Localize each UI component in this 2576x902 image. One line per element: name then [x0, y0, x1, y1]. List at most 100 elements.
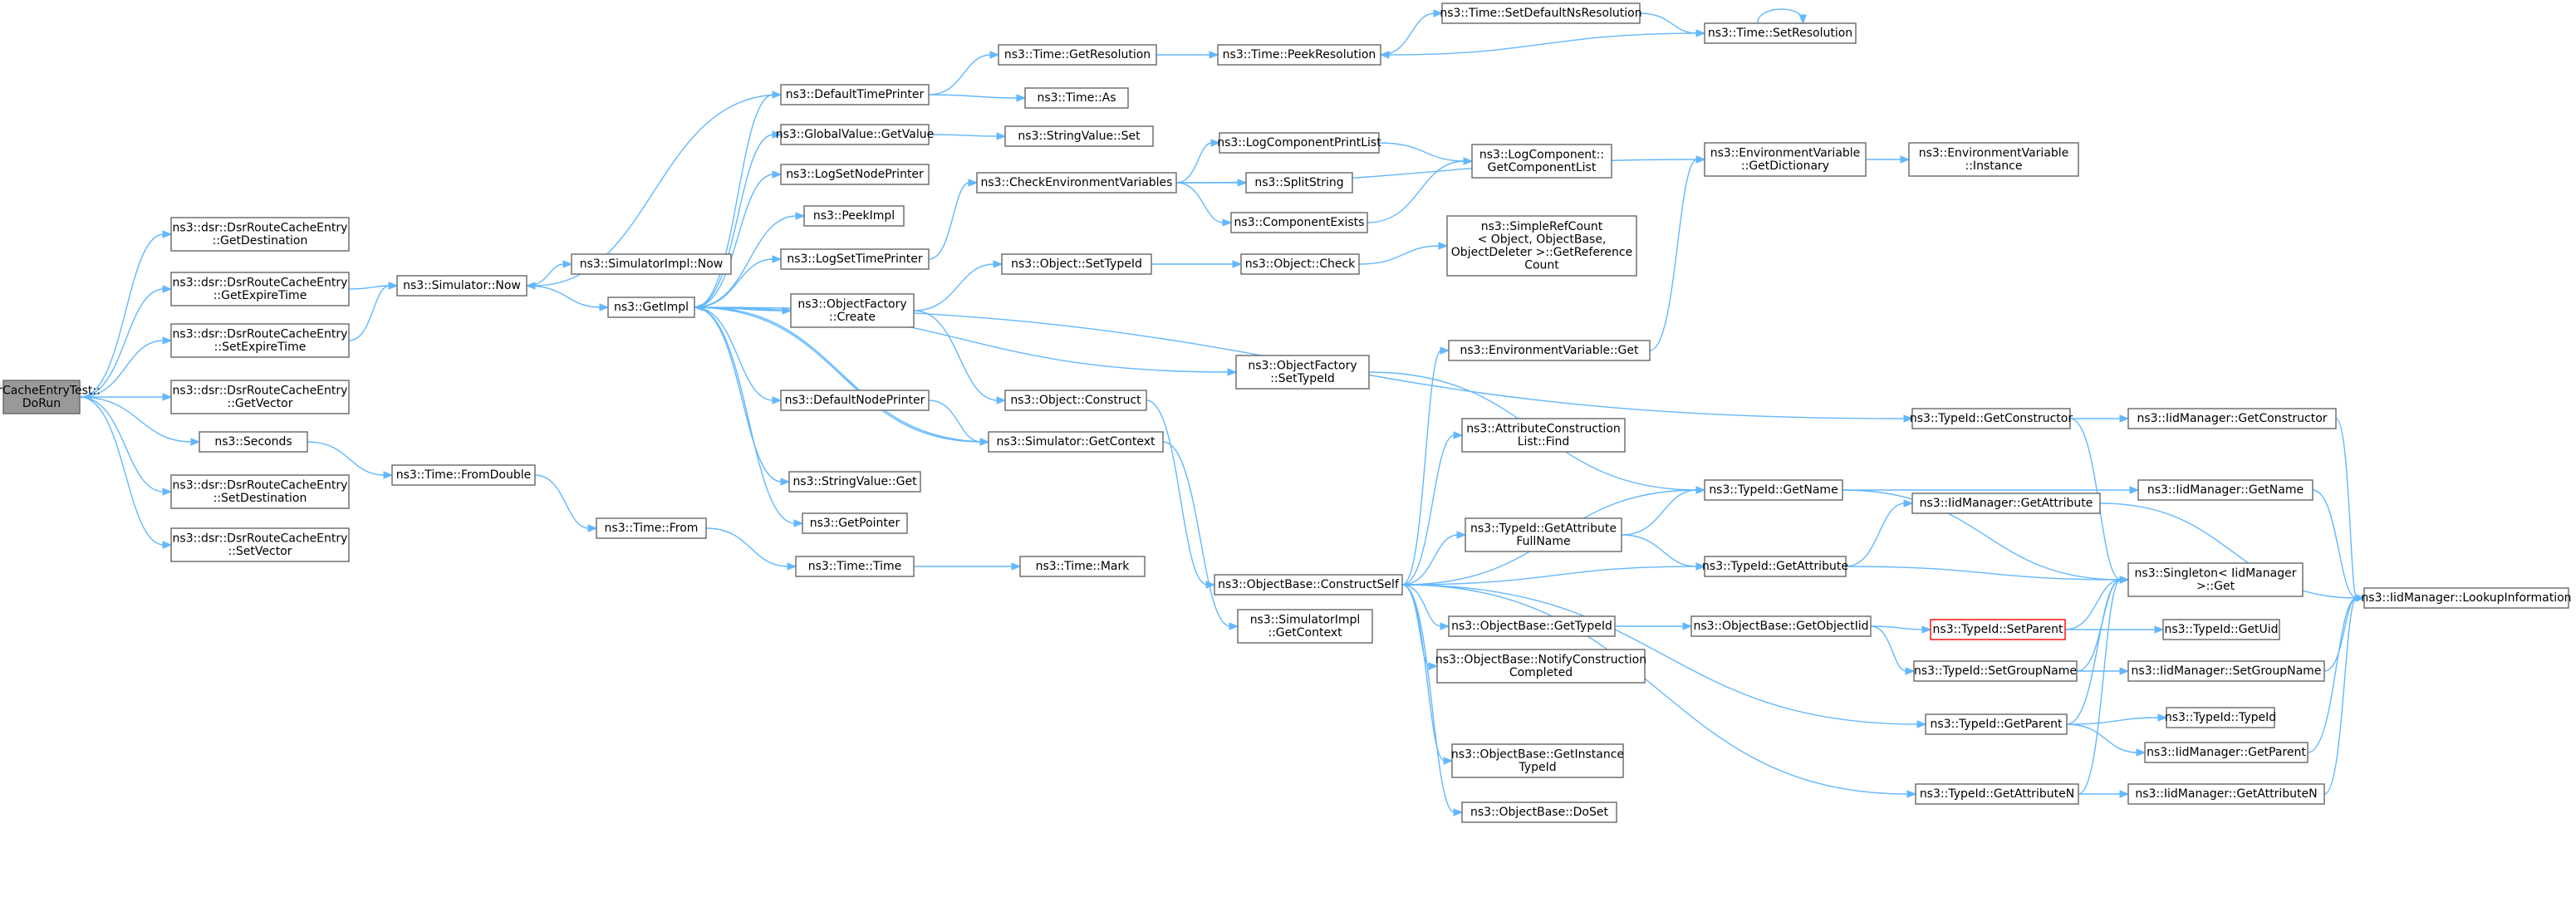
- graph-node-getexp[interactable]: ns3::dsr::DsrRouteCacheEntry::GetExpireT…: [170, 272, 350, 306]
- graph-node-time[interactable]: ns3::Time::Time: [795, 556, 915, 577]
- graph-node-setdest[interactable]: ns3::dsr::DsrRouteCacheEntry::SetDestina…: [170, 474, 350, 509]
- graph-edge: [928, 400, 990, 446]
- graph-node-peekres[interactable]: ns3::Time::PeekResolution: [1217, 44, 1381, 66]
- graph-node-obgoiid[interactable]: ns3::ObjectBase::GetObjectIid: [1690, 615, 1872, 637]
- graph-node-label: ns3::Seconds: [214, 435, 292, 449]
- graph-node-label: List::Find: [1518, 435, 1570, 449]
- graph-node-getdest[interactable]: ns3::dsr::DsrRouteCacheEntry::GetDestina…: [170, 217, 350, 252]
- graph-node-label: ns3::Time::As: [1037, 91, 1116, 105]
- graph-node-defnp[interactable]: ns3::DefaultNodePrinter: [780, 390, 930, 411]
- graph-node-lstp[interactable]: ns3::LogSetTimePrinter: [780, 248, 930, 270]
- graph-node-label: ns3::ObjectBase::DoSet: [1470, 806, 1608, 819]
- graph-node-iidli[interactable]: ns3::IidManager::LookupInformation: [2361, 587, 2572, 609]
- graph-node-simnow[interactable]: ns3::Simulator::Now: [396, 275, 527, 297]
- graph-node-gvget[interactable]: ns3::GlobalValue::GetValue: [776, 124, 934, 145]
- graph-edge: [2335, 418, 2366, 602]
- graph-node-tigetname[interactable]: ns3::TypeId::GetName: [1704, 479, 1843, 501]
- graph-edge: [694, 306, 804, 527]
- graph-node-iidsgn[interactable]: ns3::IidManager::SetGroupName: [2127, 660, 2325, 682]
- graph-node-envget[interactable]: ns3::EnvironmentVariable::Get: [1448, 340, 1651, 361]
- graph-node-lcgcl[interactable]: ns3::LogComponent::GetComponentList: [1471, 144, 1612, 179]
- graph-node-split[interactable]: ns3::SplitString: [1245, 172, 1353, 194]
- graph-node-box: [2144, 742, 2309, 763]
- graph-edge: [2066, 576, 2130, 725]
- graph-node-label: ns3::GlobalValue::GetValue: [776, 128, 934, 141]
- graph-edge: [913, 260, 1003, 311]
- graph-node-seconds[interactable]: ns3::Seconds: [199, 431, 308, 453]
- graph-node-obdoset[interactable]: ns3::ObjectBase::DoSet: [1461, 802, 1617, 823]
- graph-node-envgd[interactable]: ns3::EnvironmentVariable::GetDictionary: [1704, 142, 1867, 177]
- graph-node-tigetcons[interactable]: ns3::TypeId::GetConstructor: [1910, 408, 2073, 429]
- graph-node-box: [1217, 44, 1381, 66]
- graph-node-objcheck[interactable]: ns3::Object::Check: [1240, 253, 1360, 275]
- graph-node-label: < Object, ObjectBase,: [1478, 233, 1607, 246]
- graph-node-label: ::SetVector: [228, 545, 292, 558]
- graph-node-label: ns3::Object::SetTypeId: [1011, 257, 1142, 271]
- graph-node-svget[interactable]: ns3::StringValue::Get: [788, 471, 921, 493]
- graph-node-envinst[interactable]: ns3::EnvironmentVariable::Instance: [1908, 142, 2079, 177]
- graph-node-compex[interactable]: ns3::ComponentExists: [1230, 212, 1368, 233]
- graph-node-obcs[interactable]: ns3::ObjectBase::ConstructSelf: [1214, 574, 1403, 596]
- graph-node-iidgn[interactable]: ns3::IidManager::GetName: [2137, 479, 2313, 501]
- graph-node-setti[interactable]: ns3::Object::SetTypeId: [1001, 253, 1152, 275]
- graph-node-label: ns3::ObjectBase::GetObjectIid: [1693, 620, 1868, 633]
- graph-node-root[interactable]: DsrCacheEntryTest::DoRun: [0, 380, 101, 414]
- graph-node-label: ns3::TypeId::GetConstructor: [1910, 412, 2073, 425]
- graph-node-tigetuid[interactable]: ns3::TypeId::GetUid: [2162, 619, 2280, 640]
- graph-node-label: ns3::LogComponentPrintList: [1217, 136, 1381, 150]
- graph-node-src[interactable]: ns3::SimpleRefCount< Object, ObjectBase,…: [1446, 215, 1637, 277]
- graph-node-label: ns3::dsr::DsrRouteCacheEntry: [173, 478, 348, 492]
- graph-node-mark[interactable]: ns3::Time::Mark: [1019, 556, 1146, 577]
- call-graph-edges: [79, 8, 2366, 816]
- graph-node-getres[interactable]: ns3::Time::GetResolution: [998, 44, 1157, 66]
- graph-node-setexp[interactable]: ns3::dsr::DsrRouteCacheEntry::SetExpireT…: [170, 323, 350, 358]
- graph-node-peek[interactable]: ns3::PeekImpl: [803, 205, 905, 227]
- graph-node-getvec[interactable]: ns3::dsr::DsrRouteCacheEntry::GetVector: [170, 380, 350, 414]
- graph-edge: [694, 306, 1238, 376]
- graph-node-lsnp[interactable]: ns3::LogSetNodePrinter: [780, 164, 930, 185]
- graph-node-iidgp[interactable]: ns3::IidManager::GetParent: [2144, 742, 2309, 763]
- graph-node-from[interactable]: ns3::Time::From: [596, 517, 707, 539]
- graph-node-tigetparent[interactable]: ns3::TypeId::GetParent: [1925, 713, 2068, 735]
- graph-node-obncc[interactable]: ns3::ObjectBase::NotifyConstructionCompl…: [1435, 649, 1646, 684]
- graph-node-box: [1245, 172, 1353, 194]
- graph-node-obgti[interactable]: ns3::ObjectBase::GetTypeId: [1448, 615, 1616, 637]
- graph-node-objcons[interactable]: ns3::Object::Construct: [1004, 390, 1147, 411]
- graph-node-label: ns3::StringValue::Get: [792, 475, 917, 488]
- graph-edge: [1358, 242, 1449, 265]
- graph-edge: [1401, 346, 1450, 586]
- graph-edge: [79, 396, 173, 549]
- graph-node-setdefns[interactable]: ns3::Time::SetDefaultNsResolution: [1440, 2, 1642, 24]
- graph-node-getimpl[interactable]: ns3::GetImpl: [607, 297, 695, 318]
- graph-node-simgc[interactable]: ns3::Simulator::GetContext: [988, 431, 1164, 453]
- graph-node-singleton[interactable]: ns3::Singleton< IidManager >::Get: [2127, 562, 2304, 597]
- graph-node-ofsetti[interactable]: ns3::ObjectFactory::SetTypeId: [1235, 355, 1370, 390]
- graph-node-tisetparent[interactable]: ns3::TypeId::SetParent: [1930, 619, 2066, 640]
- graph-node-label: ns3::ObjectFactory: [1248, 359, 1357, 372]
- graph-node-iidgan[interactable]: ns3::IidManager::GetAttributeN: [2127, 783, 2325, 805]
- graph-node-iidga[interactable]: ns3::IidManager::GetAttribute: [1911, 493, 2101, 514]
- graph-node-svset[interactable]: ns3::StringValue::Set: [1004, 125, 1154, 147]
- graph-node-tigetattrn[interactable]: ns3::TypeId::GetAttributeN: [1915, 783, 2079, 805]
- graph-node-tisetgn[interactable]: ns3::TypeId::SetGroupName: [1913, 660, 2078, 682]
- graph-node-tigetattr[interactable]: ns3::TypeId::GetAttribute: [1702, 556, 1848, 577]
- graph-node-simimplgc[interactable]: ns3::SimulatorImpl::GetContext: [1237, 609, 1373, 644]
- graph-node-titypeid[interactable]: ns3::TypeId::TypeId: [2165, 707, 2276, 728]
- graph-node-deftp[interactable]: ns3::DefaultTimePrinter: [780, 84, 930, 105]
- graph-node-ofcreate[interactable]: ns3::ObjectFactory::Create: [790, 293, 915, 328]
- graph-node-iidgc[interactable]: ns3::IidManager::GetConstructor: [2127, 408, 2337, 429]
- graph-node-simimplnow[interactable]: ns3::SimulatorImpl::Now: [571, 253, 732, 275]
- graph-node-fromdouble[interactable]: ns3::Time::FromDouble: [391, 464, 536, 486]
- graph-node-as[interactable]: ns3::Time::As: [1024, 87, 1129, 109]
- graph-node-setres[interactable]: ns3::Time::SetResolution: [1704, 22, 1857, 44]
- graph-node-label: ns3::Object::Construct: [1010, 394, 1141, 407]
- graph-node-cenv[interactable]: ns3::CheckEnvironmentVariables: [976, 172, 1177, 194]
- graph-node-label: ns3::dsr::DsrRouteCacheEntry: [173, 327, 348, 341]
- graph-node-lcpl[interactable]: ns3::LogComponentPrintList: [1217, 132, 1381, 154]
- graph-edge: [2076, 667, 2130, 675]
- graph-node-setvec[interactable]: ns3::dsr::DsrRouteCacheEntry::SetVector: [170, 527, 350, 562]
- graph-node-getptr[interactable]: ns3::GetPointer: [802, 512, 908, 534]
